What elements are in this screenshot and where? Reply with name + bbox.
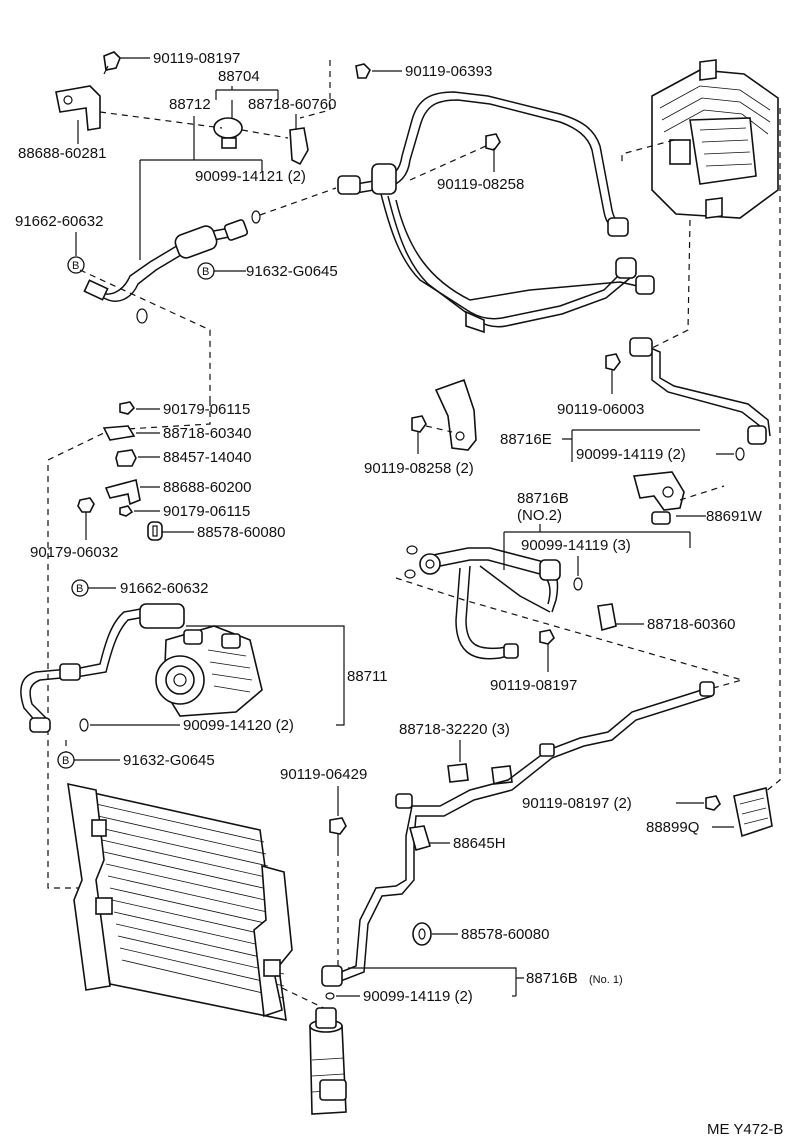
label-88716b-no1: 88716B <box>526 970 578 987</box>
b-badge-top-left: B <box>67 256 85 274</box>
sensor-88645h <box>408 825 431 851</box>
label-88645h: 88645H <box>453 835 506 852</box>
label-90099-14119-e: 90099-14119 (2) <box>576 446 686 463</box>
label-90119-08197-2: 90119-08197 (2) <box>522 795 632 812</box>
bracket-center <box>434 378 477 451</box>
svg-text:B: B <box>202 266 209 278</box>
bracket-88688-60281 <box>55 85 101 131</box>
b-badge-mid-upper: B <box>71 579 89 597</box>
label-88691w: 88691W <box>706 508 763 525</box>
bolt-90119-08258-top <box>485 133 501 162</box>
pipe-assembly-top-center <box>337 91 655 334</box>
diagram-code: ME Y472-B <box>707 1121 783 1138</box>
bolt-90119-06429 <box>329 817 347 850</box>
label-91632-g0645-top: 91632-G0645 <box>246 263 338 280</box>
label-88716b-no2-sub: (NO.2) <box>517 507 562 524</box>
label-88704: 88704 <box>218 68 260 85</box>
label-90119-08258-mid: 90119-08258 (2) <box>364 460 474 477</box>
nut-90179-06115-b <box>119 505 134 517</box>
b-badge-mid-lower: B <box>57 751 75 769</box>
label-90119-08197-mid: 90119-08197 <box>490 677 577 694</box>
label-91632-g0645-mid: 91632-G0645 <box>123 752 215 769</box>
label-88578-60080-b: 88578-60080 <box>461 926 549 943</box>
label-88457-14040: 88457-14040 <box>163 449 251 466</box>
compressor-88711 <box>155 625 263 717</box>
label-88688-60281: 88688-60281 <box>18 145 106 162</box>
label-88899q: 88899Q <box>646 819 699 836</box>
label-90119-06003: 90119-06003 <box>557 401 644 418</box>
label-88718-32220: 88718-32220 (3) <box>399 721 510 738</box>
clamp-88712 <box>213 117 243 149</box>
pipe-88716b-no2 <box>419 547 561 660</box>
label-88718-60340: 88718-60340 <box>163 425 251 442</box>
label-90119-06393: 90119-06393 <box>405 63 492 80</box>
label-91662-60632-top: 91662-60632 <box>15 213 103 230</box>
svg-text:B: B <box>72 260 79 272</box>
label-90179-06115-b: 90179-06115 <box>163 503 250 520</box>
bolt-90119-08258-mid <box>411 415 427 433</box>
bolt-90119-08197-top <box>103 51 121 75</box>
label-90099-14120: 90099-14120 (2) <box>183 717 294 734</box>
nut-90179-06115-a <box>119 401 136 415</box>
grommet-88578-60080-a <box>147 521 163 541</box>
label-90119-06429: 90119-06429 <box>280 766 367 783</box>
bracket-88688-60200 <box>104 479 141 506</box>
nut-90179-06032 <box>77 497 95 513</box>
bolt-90119-08197-2 <box>705 795 721 811</box>
clip-88718-32220-a <box>447 763 469 783</box>
label-88711: 88711 <box>347 668 388 685</box>
bolt-90119-06393 <box>355 63 371 79</box>
label-88688-60200: 88688-60200 <box>163 479 251 496</box>
bolt-90119-08197-mid <box>539 629 555 645</box>
label-88716e: 88716E <box>500 431 552 448</box>
label-90119-08197-top: 90119-08197 <box>153 50 240 67</box>
cushion-88457-14040 <box>115 449 137 467</box>
svg-text:B: B <box>76 583 83 595</box>
liquid-line-88716b-no1 <box>321 681 715 987</box>
svg-text:B: B <box>62 755 69 767</box>
label-88578-60080-a: 88578-60080 <box>197 524 285 541</box>
pressure-switch-88899q <box>733 787 773 838</box>
label-90179-06032: 90179-06032 <box>30 544 118 561</box>
bolt-90119-06003 <box>605 353 621 371</box>
pipe-88716e <box>629 337 771 445</box>
label-90179-06115-a: 90179-06115 <box>163 401 250 418</box>
label-90119-08258-top: 90119-08258 <box>437 176 524 193</box>
suction-hose-88712 <box>83 219 249 302</box>
label-90099-14121: 90099-14121 (2) <box>195 168 306 185</box>
label-88712: 88712 <box>169 96 211 113</box>
clip-88718-60360 <box>597 603 617 632</box>
evaporator-unit <box>651 59 779 219</box>
label-90099-14119-2b: 90099-14119 (2) <box>363 988 473 1005</box>
b-badge-top-mid: B <box>197 262 215 280</box>
label-91662-60632-mid: 91662-60632 <box>120 580 208 597</box>
receiver-drier <box>309 1007 347 1115</box>
grommet-88578-60080-b <box>412 922 432 946</box>
condenser <box>67 782 293 1022</box>
label-88716b-no1-sub: (No. 1) <box>589 974 623 986</box>
clip-88718-60760 <box>289 127 309 166</box>
label-88718-60760: 88718-60760 <box>248 96 336 113</box>
discharge-hose-88711 <box>20 603 185 733</box>
bracket-88691w <box>632 471 685 525</box>
label-88716b-no2: 88716B <box>517 490 569 507</box>
label-90099-14119-3: 90099-14119 (3) <box>521 537 631 554</box>
clip-88718-60340 <box>102 425 136 441</box>
label-88718-60360: 88718-60360 <box>647 616 735 633</box>
